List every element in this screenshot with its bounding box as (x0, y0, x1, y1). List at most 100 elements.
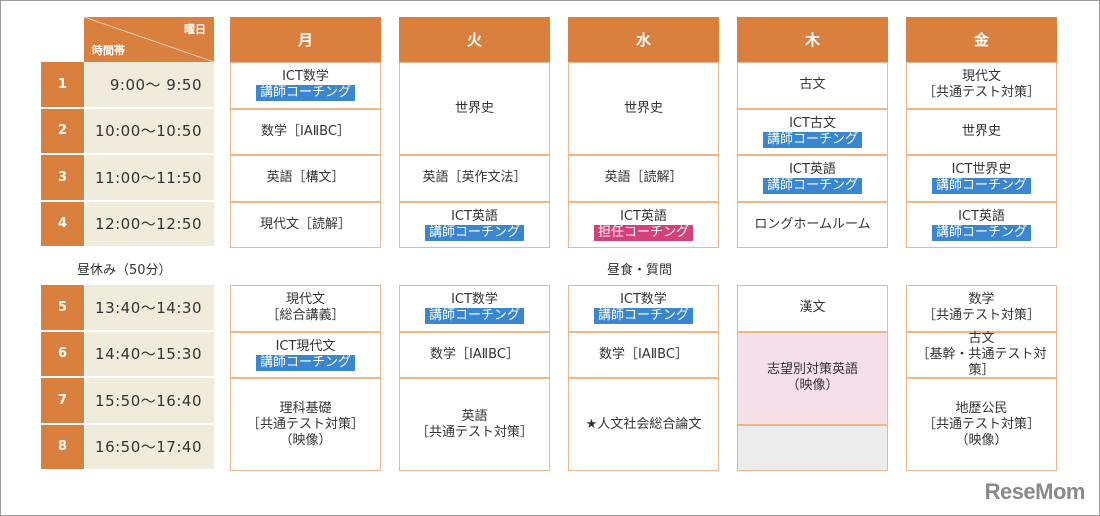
subject-text: 現代文 (285, 292, 325, 308)
coaching-badge: 講師コーチング (255, 354, 355, 371)
period-time: 11:00〜11:50 (84, 155, 214, 202)
class-cell: 現代文［共通テスト対策］ (906, 62, 1057, 109)
subject-text: 理科基礎 (279, 400, 332, 416)
period-number: 5 (41, 285, 84, 332)
class-cell: 英語［共通テスト対策］ (399, 378, 550, 471)
class-cell: 数学［共通テスト対策］ (906, 285, 1057, 332)
class-cell: 理科基礎［共通テスト対策］（映像） (230, 378, 381, 471)
class-cell: ICT現代文講師コーチング (230, 331, 381, 378)
coaching-badge: 講師コーチング (931, 178, 1031, 195)
subject-text: （映像） (955, 432, 1008, 448)
lunch-break-label: 昼休み（50分） (77, 263, 172, 278)
subject-text: 現代文 (961, 69, 1001, 85)
class-cell: 志望別対策英語（映像） (737, 331, 888, 425)
class-cell: 英語［構文］ (230, 155, 381, 202)
subject-text: ［総合講義］ (266, 308, 345, 324)
period-time: 12:00〜12:50 (84, 201, 214, 248)
class-cell: ICT英語講師コーチング (906, 201, 1057, 248)
subject-text: 地歴公民 (955, 400, 1008, 416)
subject-text: ICT数学 (620, 292, 667, 308)
subject-text: 数学［IAⅡBC］ (430, 346, 519, 362)
class-cell: 現代文［読解］ (230, 201, 381, 248)
subject-text: （映像） (279, 432, 332, 448)
class-cell: ICT英語講師コーチング (399, 201, 550, 248)
coaching-badge: 担任コーチング (593, 224, 693, 241)
class-cell: 漢文 (737, 285, 888, 332)
class-cell: ロングホームルーム (737, 201, 888, 248)
subject-text: 英語［読解］ (604, 170, 683, 186)
subject-text: 世界史 (961, 123, 1001, 139)
subject-text: 古文 (968, 330, 995, 346)
class-cell: 英語［読解］ (568, 155, 719, 202)
subject-text: ICT英語 (451, 208, 498, 224)
day-header: 木 (737, 17, 888, 62)
coaching-badge: 講師コーチング (424, 224, 524, 241)
class-cell: 数学［IAⅡBC］ (568, 331, 719, 378)
subject-text: 世界史 (623, 100, 663, 116)
subject-text: ★人文社会総合論文 (585, 416, 702, 432)
class-cell: 古文［基幹・共通テスト対策］ (906, 330, 1057, 378)
time-label: 時間帯 (92, 44, 125, 57)
class-cell: ICT数学講師コーチング (399, 285, 550, 332)
subject-text: ICT世界史 (951, 162, 1012, 178)
class-cell: 地歴公民［共通テスト対策］（映像） (906, 378, 1057, 471)
subject-text: ICT英語 (958, 208, 1005, 224)
period-number: 6 (41, 331, 84, 378)
period-time: 14:40〜15:30 (84, 331, 214, 378)
diagonal-divider (84, 17, 214, 62)
subject-text: 世界史 (454, 100, 494, 116)
subject-text: 漢文 (799, 300, 826, 316)
subject-text: ［共通テスト対策］ (922, 85, 1040, 101)
subject-text: ICT英語 (620, 208, 667, 224)
subject-text: 英語 (461, 408, 488, 424)
subject-text: 現代文［読解］ (259, 216, 351, 232)
resemom-logo: ReseMom (984, 479, 1086, 504)
class-cell: 世界史 (568, 62, 719, 155)
class-cell (737, 424, 888, 471)
subject-text: ［共通テスト対策］ (922, 416, 1040, 432)
coaching-badge: 講師コーチング (931, 224, 1031, 241)
class-cell: 英語［英作文法］ (399, 155, 550, 202)
period-number: 3 (41, 155, 84, 202)
subject-text: ［共通テスト対策］ (415, 424, 533, 440)
subject-text: 志望別対策英語 (766, 362, 858, 377)
class-cell: 世界史 (906, 108, 1057, 155)
period-number: 7 (41, 378, 84, 425)
day-header: 火 (399, 17, 550, 62)
subject-text: ［共通テスト対策］ (246, 416, 364, 432)
period-time: 9:00〜 9:50 (84, 62, 214, 109)
class-cell: 古文 (737, 62, 888, 109)
subject-text: 数学 (968, 292, 995, 308)
period-number: 1 (41, 62, 84, 109)
period-time: 13:40〜14:30 (84, 285, 214, 332)
class-cell: ICT数学講師コーチング (568, 285, 719, 332)
class-cell: ICT古文講師コーチング (737, 108, 888, 155)
period-time: 16:50〜17:40 (84, 424, 214, 471)
day-header: 金 (906, 17, 1057, 62)
subject-text: ［基幹・共通テスト対策］ (916, 346, 1047, 378)
coaching-badge: 講師コーチング (593, 308, 693, 325)
subject-text: 英語［構文］ (266, 170, 345, 186)
subject-text: ICT数学 (282, 69, 329, 85)
subject-text: 数学［IAⅡBC］ (599, 346, 688, 362)
day-label: 曜日 (184, 23, 206, 36)
coaching-badge: 講師コーチング (424, 308, 524, 325)
subject-text: ICT現代文 (275, 338, 336, 354)
class-cell: 数学［IAⅡBC］ (230, 108, 381, 155)
subject-text: ICT数学 (451, 292, 498, 308)
class-cell: 世界史 (399, 62, 550, 155)
class-cell: ICT英語担任コーチング (568, 201, 719, 248)
class-cell: 現代文［総合講義］ (230, 285, 381, 332)
period-number: 8 (41, 424, 84, 471)
class-cell: 数学［IAⅡBC］ (399, 331, 550, 378)
subject-text: 英語［英作文法］ (422, 170, 527, 186)
coaching-badge: 講師コーチング (762, 131, 862, 148)
period-time: 15:50〜16:40 (84, 378, 214, 425)
day-header: 水 (568, 17, 719, 62)
day-header: 月 (230, 17, 381, 62)
lunch-center-label: 昼食・質問 (607, 263, 673, 278)
class-cell: ICT数学講師コーチング (230, 62, 381, 109)
subject-text: ICT英語 (789, 162, 836, 178)
class-cell: ★人文社会総合論文 (568, 378, 719, 471)
